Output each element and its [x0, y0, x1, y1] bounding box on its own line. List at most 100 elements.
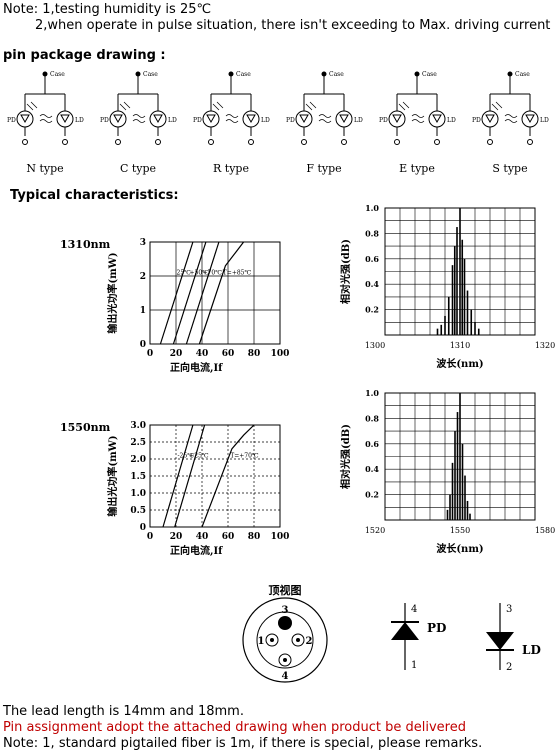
case-label: Case [515, 71, 530, 78]
y-tick-label: 0 [140, 523, 146, 533]
y-tick-label: 3.0 [130, 421, 146, 431]
arrow-icon [26, 103, 34, 111]
x-tick-label: 100 [271, 349, 290, 359]
x-tick-label: 60 [222, 532, 235, 542]
case-label: Case [329, 71, 344, 78]
arrow-icon [30, 101, 38, 109]
pin-4-center [283, 658, 287, 662]
pd-pin-top: 4 [411, 604, 417, 615]
pin-1-dot [265, 633, 279, 647]
x-tick-label: 1580 [535, 526, 555, 535]
arrow-icon [212, 103, 220, 111]
pin-type-label: E type [399, 162, 435, 175]
arrow-icon [123, 101, 131, 109]
pd-body [481, 110, 499, 128]
x-tick-label: 40 [196, 349, 209, 359]
pin-3-label: 3 [282, 605, 289, 616]
ld-pin-top: 3 [506, 604, 512, 615]
ld-pin [527, 139, 533, 145]
pd-pin [301, 139, 307, 145]
ld-pin [341, 139, 347, 145]
note-lead-length: The lead length is 14mm and 18mm. [3, 704, 244, 719]
x-axis-label: 正向电流,If [170, 544, 223, 557]
pin-type-label: C type [120, 162, 156, 175]
note-humidity: Note: 1,testing humidity is 25℃ [3, 2, 212, 17]
y-tick-label: 0.6 [365, 439, 379, 449]
y-tick-label: 0.2 [365, 305, 379, 315]
series-line [185, 241, 220, 345]
ld-diode [246, 114, 256, 124]
ld-label: LD [522, 643, 541, 657]
case-label: Case [143, 71, 158, 78]
plot-frame [149, 241, 281, 345]
note-pigtail: Note: 1, standard pigtailed fiber is 1m,… [3, 736, 483, 751]
pd-body [109, 110, 127, 128]
pd-body [388, 110, 406, 128]
y-tick-label: 0 [140, 340, 146, 350]
x-tick-label: 40 [196, 532, 209, 542]
case-label: Case [50, 71, 65, 78]
series-line [198, 241, 245, 345]
typical-heading: Typical characteristics: [10, 188, 179, 203]
pin-3-dot [278, 616, 292, 630]
y-axis-label: 输出光功率(mW) [106, 435, 119, 516]
ld-pin [248, 139, 254, 145]
y-tick-label: 0.4 [365, 464, 379, 474]
y-tick-label: 0.6 [365, 254, 379, 264]
pd-diode [485, 114, 495, 124]
y-tick-label: 2 [140, 272, 146, 282]
series-label: T=+85℃ [223, 270, 252, 277]
ld-pin [62, 139, 68, 145]
y-tick-label: 0.8 [365, 228, 379, 238]
fiber-couple-icon [504, 114, 518, 123]
pd-pin [22, 139, 28, 145]
pin-1-label: 1 [258, 636, 265, 647]
arrow-icon [491, 103, 499, 111]
note-pin-assignment: Pin assignment adopt the attached drawin… [3, 720, 466, 735]
top-view-title: 顶视图 [269, 583, 302, 597]
pin-package-heading: pin package drawing : [3, 48, 166, 63]
y-tick-label: 1.0 [130, 489, 146, 499]
x-axis-label: 波长(nm) [436, 357, 483, 370]
fiber-couple-icon [318, 114, 332, 123]
pd-label: PD [100, 117, 109, 124]
pd-body [16, 110, 34, 128]
x-tick-label: 20 [170, 349, 183, 359]
pd-label: PD [7, 117, 16, 124]
ld-symbol: 3 2 LD [486, 603, 541, 673]
pd-symbol: 4 1 PD [391, 603, 446, 671]
pd-pin-bottom: 1 [411, 660, 417, 671]
case-label: Case [236, 71, 251, 78]
series-line [162, 424, 194, 528]
series-line [174, 424, 206, 528]
pd-diode [113, 114, 123, 124]
top-view-inner-ring [256, 611, 314, 669]
ld-pin [155, 139, 161, 145]
chart-title: 1550nm [60, 421, 111, 434]
pin-1-center [270, 638, 274, 642]
series-label: T=+70℃ [230, 453, 259, 460]
pin-2-label: 2 [306, 636, 313, 647]
x-tick-label: 1320 [535, 341, 555, 350]
pd-triangle [391, 622, 419, 640]
top-view-diagram: 顶视图 3 1 2 4 [242, 583, 328, 683]
x-tick-label: 1550 [450, 526, 470, 535]
series-label: +25℃ [189, 453, 209, 460]
arrow-icon [398, 103, 406, 111]
x-tick-label: 1520 [365, 526, 385, 535]
top-view-outer-ring [242, 597, 328, 683]
pin-type-label: F type [306, 162, 341, 175]
y-tick-label: 0.4 [365, 279, 379, 289]
pd-diode [392, 114, 402, 124]
pd-label: PD [193, 117, 202, 124]
ld-label: LD [354, 117, 363, 124]
y-tick-label: 1.5 [130, 472, 146, 482]
arrow-icon [305, 103, 313, 111]
series-line [201, 424, 255, 528]
ld-pin-bottom: 2 [506, 662, 512, 673]
